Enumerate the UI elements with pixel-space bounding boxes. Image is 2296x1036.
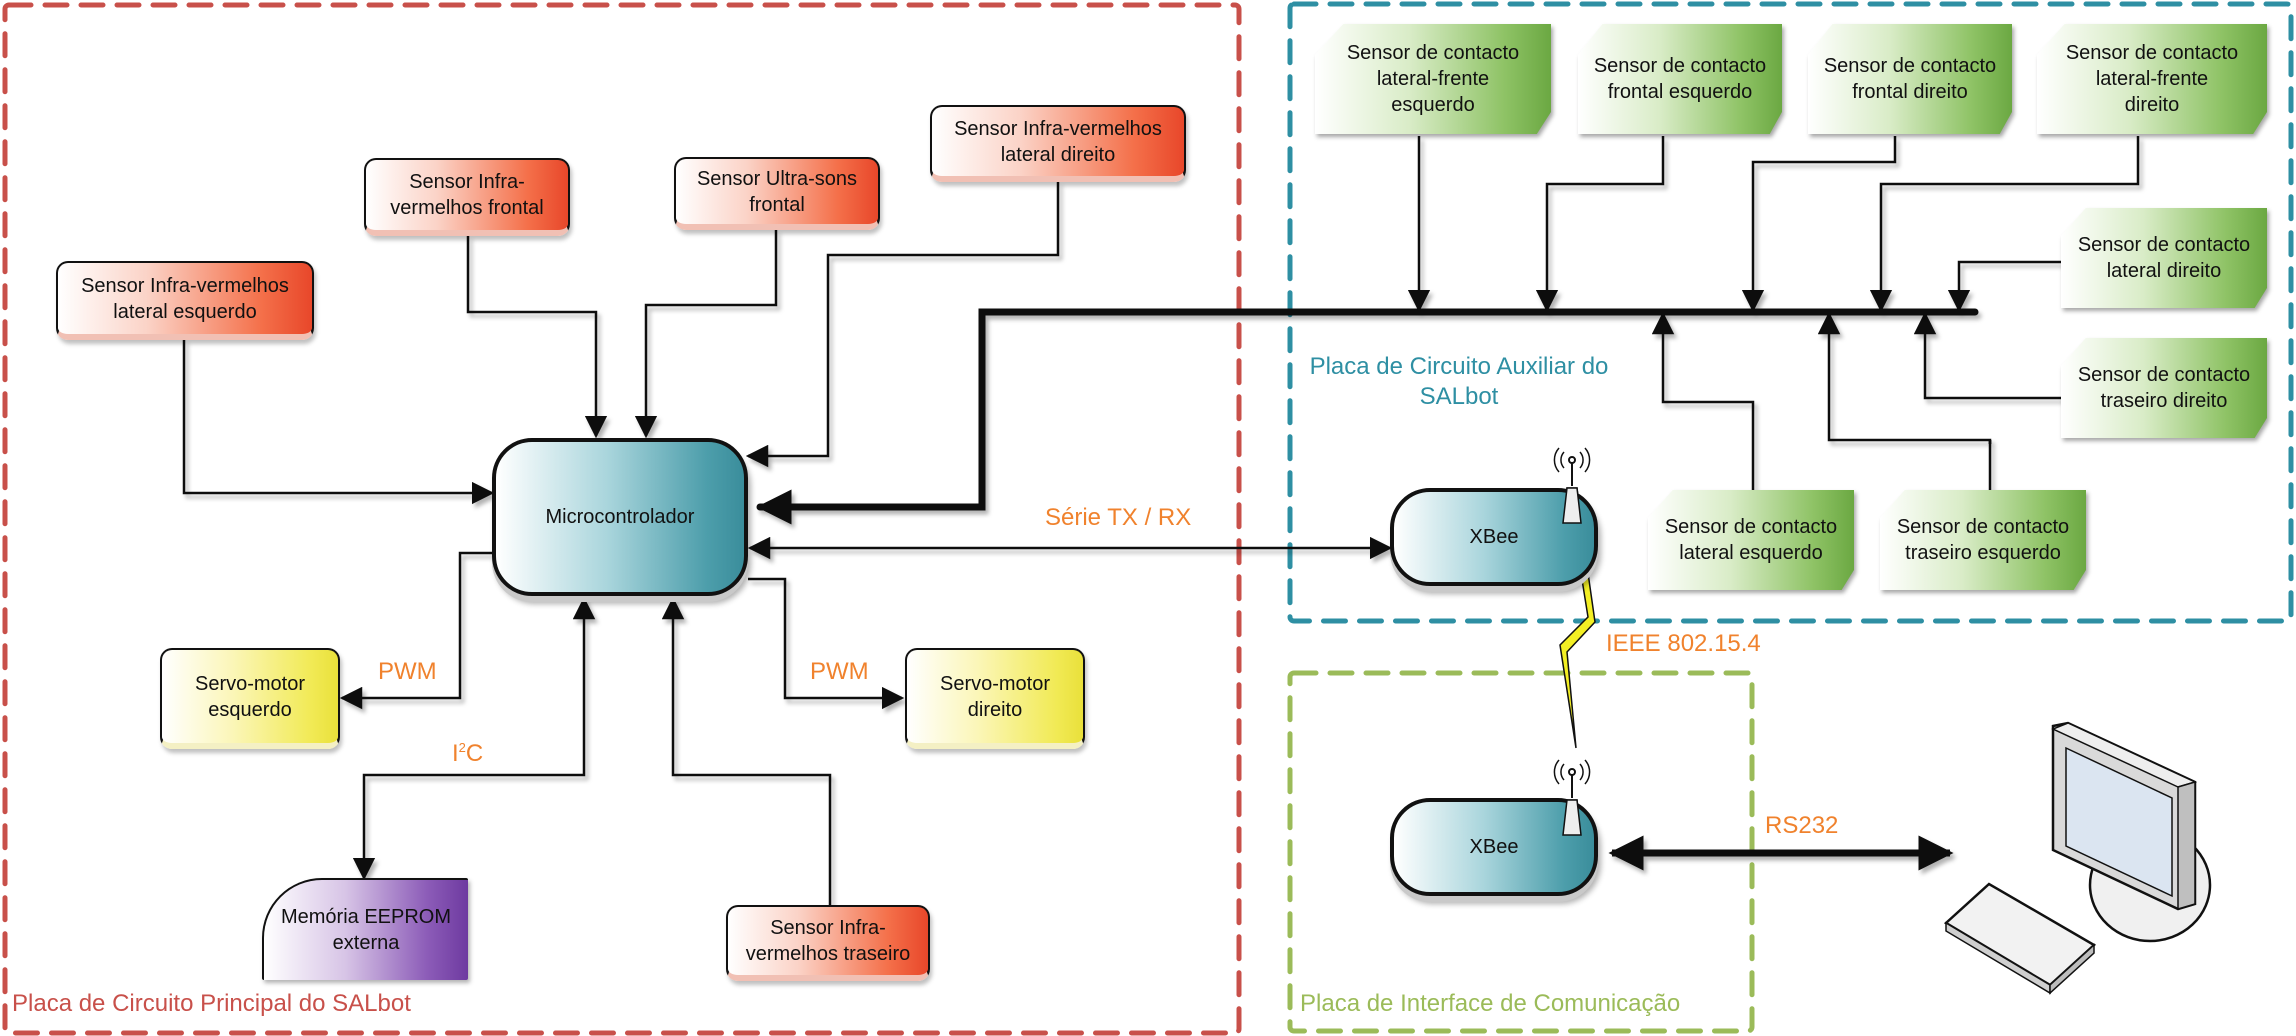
servo-right-line2: direito bbox=[967, 698, 1023, 721]
contact-sensor-rear-left[interactable]: Sensor de contacto traseiro esquerdo bbox=[1880, 490, 2086, 590]
contact-sensor-front-left[interactable]: Sensor de contacto frontal esquerdo bbox=[1578, 24, 1782, 134]
us-front-line2: frontal bbox=[749, 193, 805, 216]
eeprom-line1: Memória EEPROM bbox=[280, 906, 452, 928]
link-ir-left bbox=[182, 340, 495, 505]
contact-sensor-lat-left[interactable]: Sensor de contacto lateral esquerdo bbox=[1648, 490, 1854, 590]
ir-front-sensor-node[interactable]: Sensor Infra-vermelhos frontal bbox=[364, 158, 570, 236]
link-contact-rear-right bbox=[1913, 311, 2064, 400]
ir-right-line1: Sensor Infra-vermelhos bbox=[954, 117, 1162, 140]
contact-lf-left-line3: esquerdo bbox=[1391, 94, 1475, 116]
contact-rear-left-line2: traseiro esquerdo bbox=[1905, 542, 2061, 564]
link-us-front bbox=[634, 230, 778, 439]
contact-lat-left-line1: Sensor de contacto bbox=[1664, 516, 1838, 538]
xbee-comm-label: XBee bbox=[1469, 836, 1519, 858]
ir-left-sensor-node[interactable]: Sensor Infra-vermelhos lateral esquerdo bbox=[56, 261, 314, 340]
contact-front-right-line2: frontal direito bbox=[1852, 81, 1968, 103]
microcontroller-label: Microcontrolador bbox=[545, 506, 695, 528]
ir-left-line2: lateral esquerdo bbox=[113, 300, 257, 323]
contact-lf-right-line3: direito bbox=[2124, 94, 2180, 116]
contact-sensor-lf-left[interactable]: Sensor de contacto lateral-frente esquerdo bbox=[1315, 24, 1551, 134]
contact-front-left-line1: Sensor de contacto bbox=[1593, 55, 1767, 77]
link-ir-front bbox=[466, 236, 608, 439]
link-contact-lat-left bbox=[1651, 311, 1755, 490]
link-contact-front-left bbox=[1535, 136, 1665, 313]
link-contact-lf-right bbox=[1869, 136, 2140, 313]
servo-left-line2: esquerdo bbox=[208, 698, 292, 721]
xbee-aux-node[interactable]: XBee bbox=[1390, 488, 1598, 586]
contact-rear-left-line1: Sensor de contacto bbox=[1896, 516, 2070, 538]
contact-sensor-lf-right[interactable]: Sensor de contacto lateral-frente direito bbox=[2037, 24, 2267, 134]
sensor-bus bbox=[756, 308, 1979, 525]
ir-rear-line2: vermelhos traseiro bbox=[745, 943, 911, 965]
comm-board-label: Placa de Interface de Comunicação bbox=[1300, 990, 1681, 1017]
link-ir-right bbox=[745, 182, 1060, 468]
ir-rear-sensor-node[interactable]: Sensor Infra-vermelhos traseiro bbox=[726, 905, 930, 981]
servo-left-node[interactable]: Servo-motor esquerdo bbox=[160, 648, 340, 749]
desktop-computer-icon bbox=[1943, 721, 2212, 995]
link-contact-rear-left-route bbox=[1817, 311, 1992, 490]
contact-lf-right-line1: Sensor de contacto bbox=[2065, 42, 2239, 64]
servo-left-line1: Servo-motor bbox=[194, 672, 306, 695]
eeprom-node[interactable]: Memória EEPROM externa bbox=[262, 878, 468, 980]
link-i2c bbox=[352, 596, 596, 881]
contact-sensor-lat-right[interactable]: Sensor de contacto lateral direito bbox=[2061, 208, 2267, 308]
link-contact-lat-right bbox=[1947, 260, 2064, 313]
xbee-comm-node[interactable]: XBee bbox=[1390, 798, 1598, 896]
ir-rear-line1: Sensor Infra- bbox=[770, 917, 886, 939]
xbee-aux-label: XBee bbox=[1469, 526, 1519, 548]
aux-board-label: Placa de Circuito Auxiliar do SALbot bbox=[1294, 352, 1624, 412]
i2c-label-sup: 2 bbox=[458, 740, 466, 755]
i2c-label-tail: C bbox=[465, 740, 484, 767]
wireless-label: IEEE 802.15.4 bbox=[1606, 630, 1761, 657]
contact-sensor-front-right[interactable]: Sensor de contacto frontal direito bbox=[1808, 24, 2012, 134]
pwm-left-label: PWM bbox=[378, 658, 437, 685]
aux-board-label-line2: SALbot bbox=[1419, 383, 1499, 410]
contact-lat-left-line2: lateral esquerdo bbox=[1679, 542, 1823, 564]
us-front-sensor-node[interactable]: Sensor Ultra-sons frontal bbox=[674, 157, 880, 230]
aux-board-label-line1: Placa de Circuito Auxiliar do bbox=[1309, 353, 1609, 380]
ir-front-line2: vermelhos frontal bbox=[390, 197, 544, 219]
link-ir-rear bbox=[661, 596, 832, 905]
servo-right-line1: Servo-motor bbox=[939, 672, 1051, 695]
ir-left-line1: Sensor Infra-vermelhos bbox=[81, 274, 289, 297]
pwm-right-label: PWM bbox=[810, 658, 869, 685]
serial-label: Série TX / RX bbox=[1045, 504, 1192, 531]
contact-lat-right-line1: Sensor de contacto bbox=[2077, 234, 2251, 256]
contact-sensor-rear-right[interactable]: Sensor de contacto traseiro direito bbox=[2061, 338, 2267, 438]
main-board-frame bbox=[2, 2, 1242, 1036]
contact-front-left-line2: frontal esquerdo bbox=[1607, 81, 1753, 103]
eeprom-line2: externa bbox=[332, 932, 400, 954]
ir-right-line2: lateral direito bbox=[1000, 143, 1116, 166]
servo-right-node[interactable]: Servo-motor direito bbox=[905, 648, 1085, 749]
link-pwm-right bbox=[748, 577, 905, 710]
rs232-label: RS232 bbox=[1765, 812, 1839, 839]
contact-front-right-line1: Sensor de contacto bbox=[1823, 55, 1997, 77]
contact-rear-right-line2: traseiro direito bbox=[2100, 390, 2228, 412]
main-board-label: Placa de Circuito Principal do SALbot bbox=[12, 990, 411, 1017]
contact-lat-right-line2: lateral direito bbox=[2106, 260, 2222, 282]
contact-lf-left-line2: lateral-frente bbox=[1376, 68, 1490, 90]
ir-front-line1: Sensor Infra- bbox=[409, 171, 525, 193]
us-front-line1: Sensor Ultra-sons bbox=[696, 167, 858, 190]
i2c-label: I2C bbox=[452, 734, 483, 768]
contact-lf-left-line1: Sensor de contacto bbox=[1346, 42, 1520, 64]
ir-right-sensor-node[interactable]: Sensor Infra-vermelhos lateral direito bbox=[930, 105, 1186, 182]
link-contact-front-right bbox=[1741, 136, 1897, 313]
microcontroller-node[interactable]: Microcontrolador bbox=[492, 438, 748, 596]
i2c-label-base: I bbox=[452, 740, 459, 767]
contact-rear-right-line1: Sensor de contacto bbox=[2077, 364, 2251, 386]
contact-lf-right-line2: lateral-frente bbox=[2095, 68, 2209, 90]
